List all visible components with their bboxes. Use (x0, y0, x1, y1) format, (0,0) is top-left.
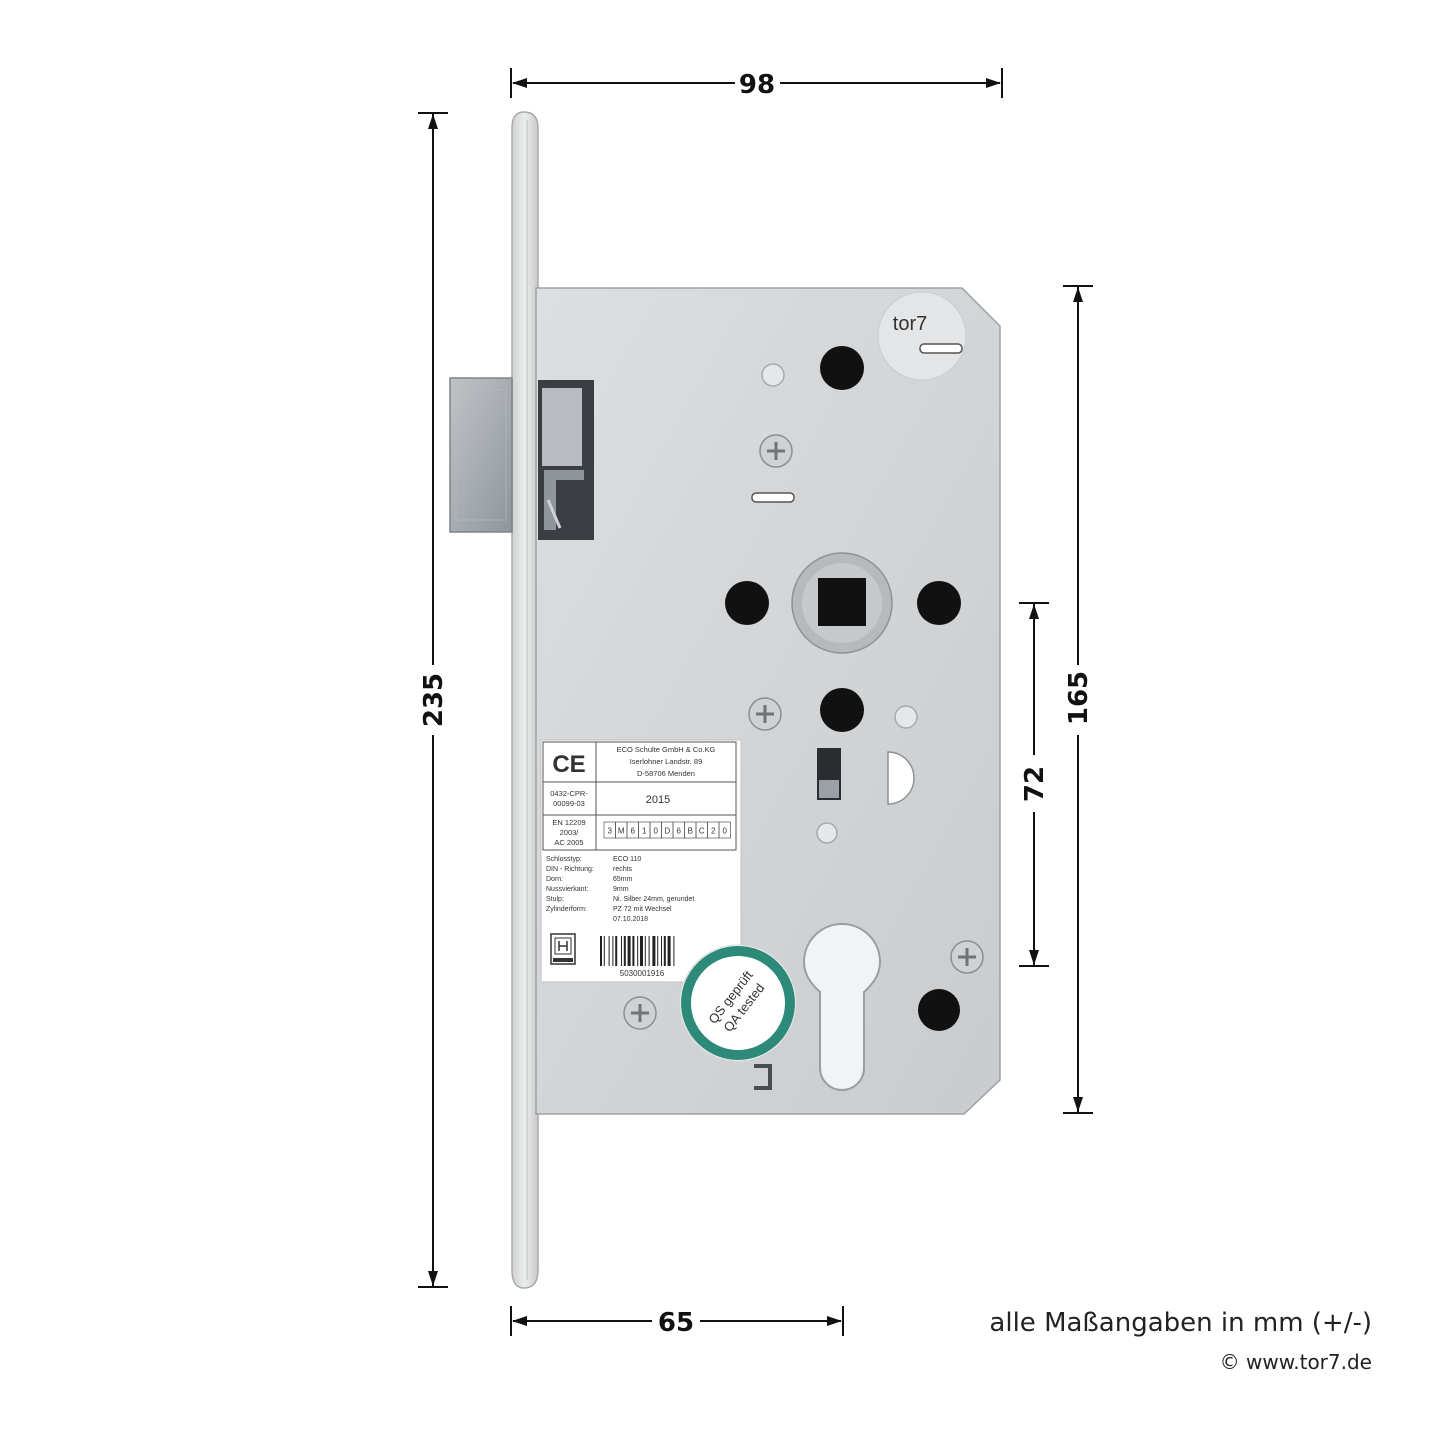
latch-bolt (449, 377, 513, 533)
screw (623, 996, 657, 1030)
code-char: 6 (631, 827, 636, 836)
mounting-hole (725, 581, 769, 625)
code-char: M (618, 827, 625, 836)
credit-note: © www.tor7.de (1219, 1350, 1372, 1374)
code-char: 0 (654, 827, 659, 836)
dimension-distance: 72 (1019, 602, 1050, 967)
tor7-engraving: tor7 (877, 291, 967, 381)
label-en-3: AC 2005 (554, 838, 583, 847)
label-street: Iserlohner Landstr. 89 (630, 757, 703, 766)
spindle-follower (791, 552, 893, 654)
spec-key: Nussvierkant: (546, 886, 588, 893)
half-moon-cutout (887, 751, 915, 805)
label-cpr-1: 0432-CPR- (550, 789, 588, 798)
label-year: 2015 (646, 794, 670, 806)
spec-value: 9mm (613, 886, 629, 893)
dimension-height-left: 235 (418, 112, 449, 1288)
latch-window (538, 380, 594, 540)
screw (748, 697, 782, 731)
dimension-width-label: 98 (739, 70, 775, 100)
spec-value: rechts (613, 866, 633, 873)
code-char: C (699, 827, 705, 836)
mounting-hole (917, 581, 961, 625)
spec-value: PZ 72 mit Wechsel (613, 906, 672, 913)
screw (950, 940, 984, 974)
engraving-text: tor7 (893, 313, 927, 335)
mounting-hole (820, 688, 864, 732)
label-cpr-2: 00099-03 (553, 799, 585, 808)
spec-key: Schlosstyp: (546, 856, 582, 863)
rivet (894, 705, 918, 729)
spec-key: Zylinderform: (546, 906, 587, 913)
label-city: D-58706 Menden (637, 769, 695, 778)
dimension-height-label: 235 (419, 673, 449, 727)
slot (751, 492, 795, 503)
dimension-backset: 65 (510, 1306, 844, 1338)
spec-value: Ni. Silber 24mm, gerundet (613, 896, 694, 903)
spec-value: 07.10.2018 (613, 916, 648, 923)
rivet (816, 822, 838, 844)
label-en-1: EN 12209 (552, 818, 585, 827)
code-char: 3 (608, 827, 613, 836)
mounting-hole (820, 346, 864, 390)
faceplate (511, 111, 539, 1289)
dimension-width-top: 98 (510, 68, 1003, 100)
code-char: 1 (642, 827, 647, 836)
spec-key: Dorn: (546, 876, 563, 883)
spec-key: DIN - Richtung: (546, 866, 594, 873)
code-cell (718, 821, 731, 839)
dimension-case-height: 165 (1063, 285, 1094, 1114)
label-company: ECO Schulte GmbH & Co.KG (617, 745, 716, 754)
spec-key: Stulp: (546, 896, 564, 903)
switch-window (817, 748, 841, 800)
code-char: 6 (677, 827, 682, 836)
barcode (600, 936, 675, 966)
product-label: CE ECO Schulte GmbH & Co.KG Iserlohner L… (540, 739, 742, 983)
qa-seal: QS geprüft QA tested (679, 944, 797, 1062)
code-char: B (688, 827, 693, 836)
code-char: D (664, 827, 670, 836)
mounting-hole (918, 989, 960, 1031)
ce-mark: CE (552, 751, 585, 778)
engraved-mark (754, 1064, 772, 1090)
spec-value: ECO 110 (613, 856, 641, 863)
code-char: 0 (723, 827, 728, 836)
dimension-distance-label: 72 (1020, 766, 1050, 802)
spec-value: 65mm (613, 876, 633, 883)
label-en-2: 2003/ (560, 828, 580, 837)
manufacturer-logo (550, 933, 576, 965)
dimension-backset-label: 65 (658, 1308, 694, 1338)
dimension-case-height-label: 165 (1064, 671, 1094, 725)
units-note: alle Maßangaben in mm (+/-) (989, 1308, 1372, 1338)
cylinder-cutout (802, 922, 882, 1091)
code-char: 2 (711, 827, 716, 836)
rivet (761, 363, 785, 387)
barcode-number: 5030001916 (620, 969, 665, 978)
screw (759, 434, 793, 468)
